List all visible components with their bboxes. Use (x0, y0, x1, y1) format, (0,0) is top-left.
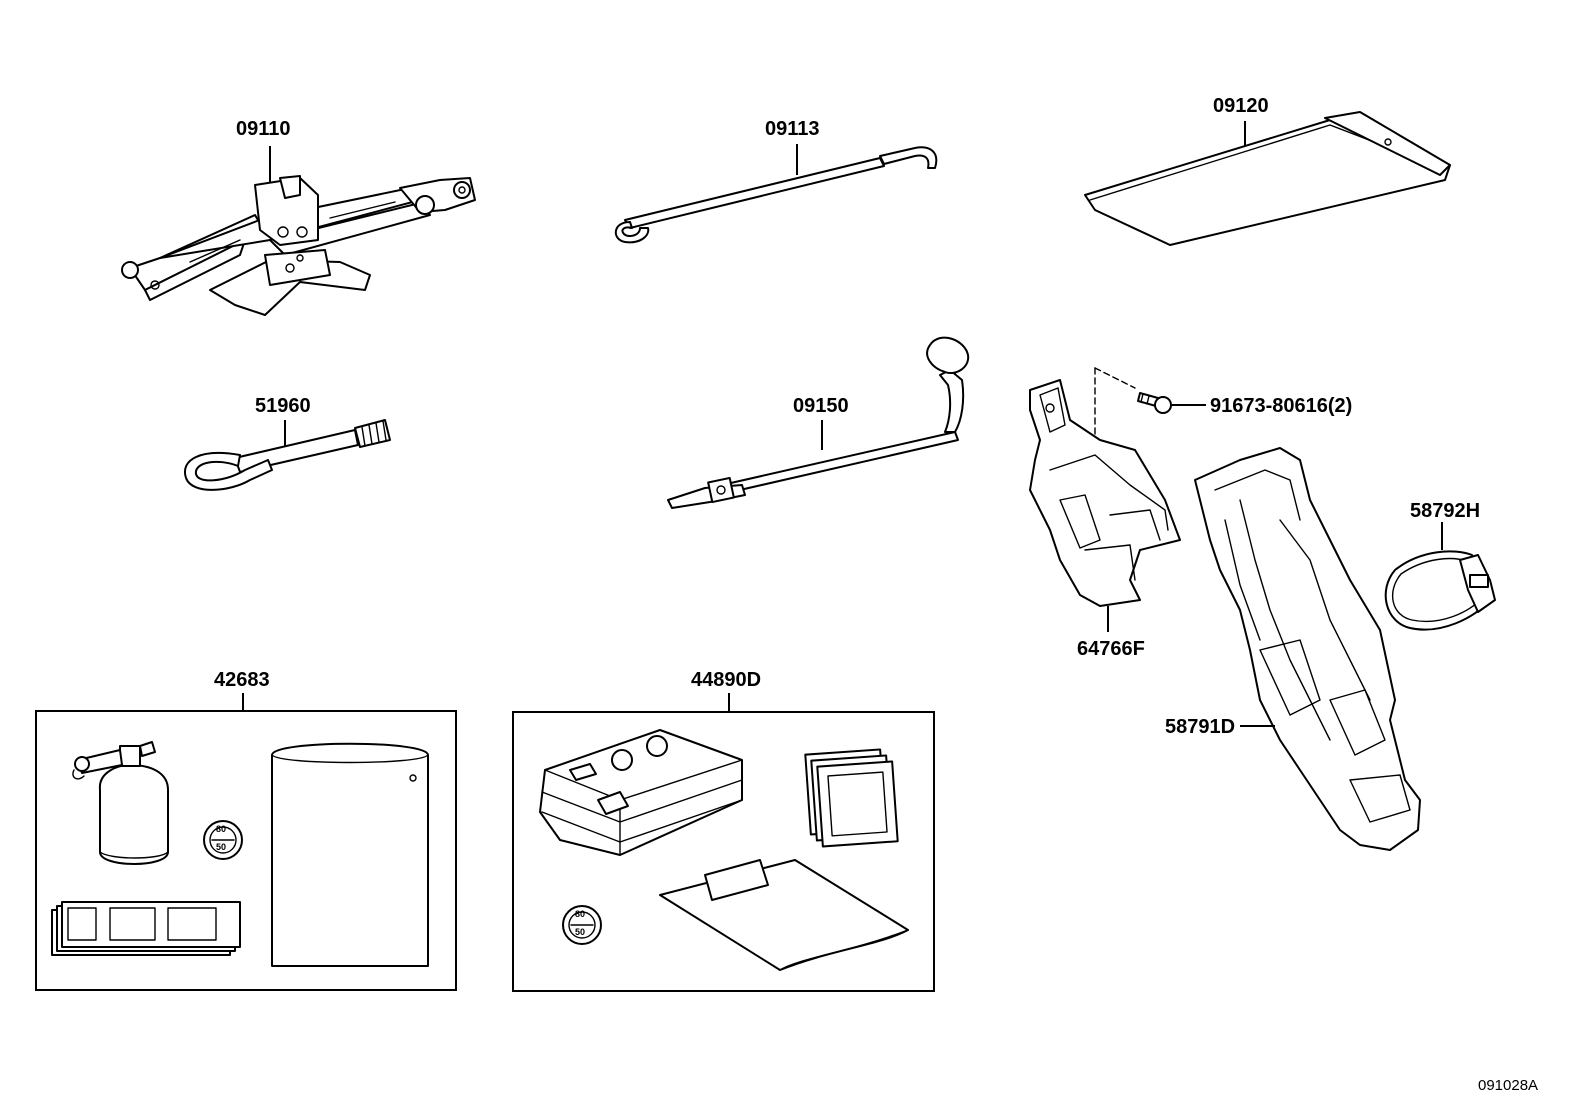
sealant-kit-icon[interactable] (51, 693, 429, 967)
part-number-09150[interactable]: 09150 (793, 395, 849, 417)
part-number-51960[interactable]: 51960 (255, 395, 311, 417)
bolt-icon[interactable] (1094, 367, 1206, 441)
part-number-09113[interactable]: 09113 (765, 118, 820, 140)
kit-box-44890D (512, 711, 935, 992)
compressor-kit-icon[interactable] (539, 693, 909, 971)
part-number-64766F[interactable]: 64766F (1077, 638, 1145, 660)
speed-sticker-top-a: 80 (216, 824, 227, 834)
part-number-91673-80616[interactable]: 91673-80616(2) (1210, 395, 1353, 417)
part-number-44890D[interactable]: 44890D (691, 669, 762, 691)
kit-box-42683 (35, 710, 457, 991)
diagram-code: 091028A (1478, 1077, 1539, 1094)
jack-handle-icon[interactable] (614, 144, 938, 244)
part-number-42683[interactable]: 42683 (214, 669, 270, 691)
jack-bracket-icon[interactable] (1029, 379, 1181, 632)
part-number-09120[interactable]: 09120 (1213, 95, 1269, 117)
speed-sticker-bottom-b: 50 (575, 927, 586, 937)
lug-wrench-icon[interactable] (667, 336, 970, 509)
part-number-58791D[interactable]: 58791D (1165, 716, 1236, 738)
speed-sticker-top-b: 80 (575, 909, 586, 919)
part-number-58792H[interactable]: 58792H (1410, 500, 1481, 522)
tool-bag-icon[interactable] (1084, 111, 1451, 246)
towing-eye-icon[interactable] (183, 419, 391, 491)
speed-sticker-bottom-a: 50 (216, 842, 227, 852)
tool-tray-icon[interactable] (1194, 447, 1421, 851)
part-number-09110[interactable]: 09110 (236, 118, 291, 140)
strap-icon[interactable] (1384, 522, 1496, 631)
scissor-jack-icon[interactable] (121, 146, 476, 316)
